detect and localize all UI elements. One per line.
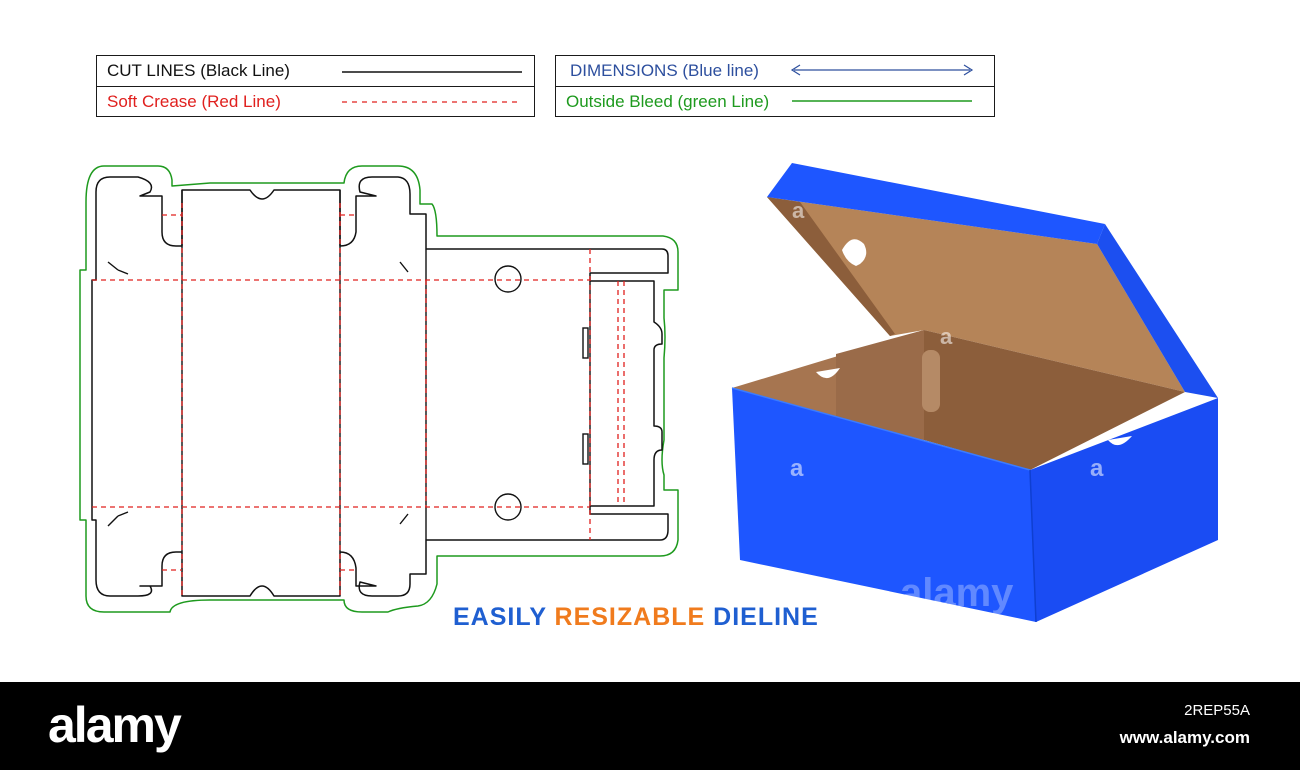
- legend-sample-crease-line: [342, 101, 522, 103]
- dieline-thumb-hole-bottom: [494, 493, 522, 521]
- box-lid-inner: [767, 197, 1185, 392]
- artwork: a a a a alamy: [79, 163, 1218, 623]
- dieline-thumb-hole-top: [494, 265, 522, 293]
- legend-row-dimensions: DIMENSIONS (Blue line): [556, 56, 994, 85]
- watermark-mark-3: a: [790, 455, 804, 482]
- watermark: a a a a alamy: [790, 198, 1104, 615]
- legend-label-outside-bleed: Outside Bleed (green Line): [566, 91, 770, 111]
- watermark-mark-2: a: [940, 324, 953, 349]
- box-front-thumb-notch: [816, 368, 840, 379]
- dieline: [79, 165, 679, 613]
- tagline: EASILY RESIZABLE DIELINE: [453, 603, 819, 632]
- box-lid-edge-shade: [767, 197, 895, 336]
- box-front-face: [732, 388, 1036, 622]
- box-lid-top: [767, 163, 1105, 244]
- legend-dimensions-bleed: DIMENSIONS (Blue line) Outside Bleed (gr…: [555, 55, 995, 117]
- image-id: 2REP55A: [1184, 702, 1250, 719]
- box-interior-back: [924, 330, 1185, 470]
- tagline-word-dieline: DIELINE: [713, 603, 819, 631]
- box-right-thumb-notch: [1108, 436, 1132, 446]
- tagline-word-easily: EASILY: [453, 603, 547, 631]
- legend-row-cut-lines: CUT LINES (Black Line): [97, 56, 534, 85]
- legend-label-soft-crease: Soft Crease (Red Line): [107, 91, 281, 111]
- legend-row-outside-bleed: Outside Bleed (green Line): [556, 86, 994, 116]
- box-right-face: [1030, 398, 1218, 622]
- watermark-mark-4: a: [1090, 455, 1104, 482]
- dieline-bleed-outline: [79, 165, 679, 613]
- tagline-word-resizable: RESIZABLE: [554, 603, 706, 631]
- box-partition-slot: [922, 350, 940, 412]
- dieline-cut-outline: [91, 176, 669, 597]
- legend-cut-crease: CUT LINES (Black Line) Soft Crease (Red …: [96, 55, 535, 117]
- footer-bar: alamy 2REP55A www.alamy.com: [0, 682, 1300, 770]
- watermark-mark-1: a: [792, 198, 805, 223]
- box-lid-side: [1097, 224, 1218, 398]
- legend-label-dimensions: DIMENSIONS (Blue line): [570, 60, 759, 80]
- box-3d: [731, 163, 1218, 623]
- box-interior-partition: [836, 330, 924, 440]
- legend-sample-dimension-arrow: [790, 64, 974, 76]
- legend-sample-bleed-line: [792, 100, 972, 102]
- site-url-link[interactable]: www.alamy.com: [1119, 728, 1250, 747]
- brand-logo[interactable]: alamy: [48, 697, 182, 753]
- dieline-creases: [92, 203, 625, 596]
- legend-row-soft-crease: Soft Crease (Red Line): [97, 86, 534, 116]
- box-lid-thumb-hole: [842, 239, 867, 266]
- legend-sample-cut-line: [342, 71, 522, 73]
- legend-label-cut-lines: CUT LINES (Black Line): [107, 60, 290, 80]
- watermark-word: alamy: [900, 571, 1014, 615]
